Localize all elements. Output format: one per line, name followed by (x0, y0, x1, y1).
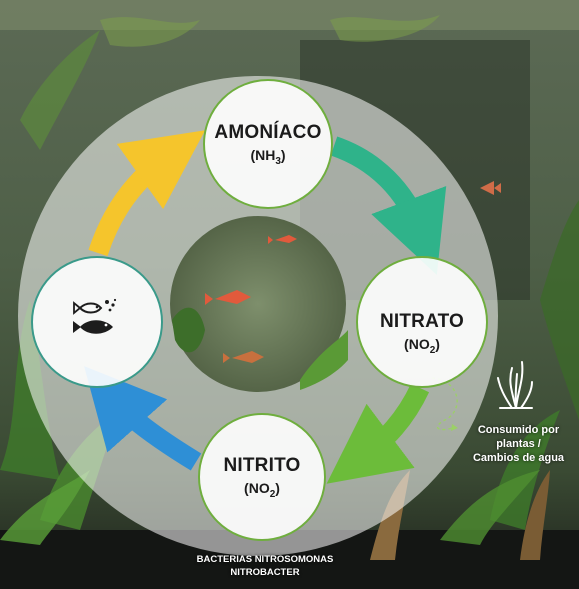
node-nitrato (356, 256, 488, 388)
nitrato-title: NITRATO (379, 311, 465, 332)
formula-end: ) (280, 147, 286, 163)
arrow-nitrato-to-nitrito (326, 383, 430, 484)
amoniaco-formula: (NH3) (198, 147, 338, 167)
consumption-arrow-head (451, 424, 458, 431)
nitrito-formula: (NO2) (192, 480, 332, 500)
formula-base: (NO (404, 336, 430, 352)
nitrito-title: NITRITO (223, 455, 301, 476)
formula-base: (NO (244, 480, 270, 496)
formula-end: ) (435, 336, 440, 352)
label-amoniaco: AMONÍACO (NH3) (198, 122, 338, 167)
consumption-note: Consumido por plantas / Cambios de agua (458, 423, 579, 465)
formula-base: (NH (250, 147, 276, 163)
node-amoniaco (203, 79, 333, 209)
arrow-fish-to-amoniaco (88, 130, 206, 257)
formula-subscript: 2 (429, 344, 436, 356)
consumption-dashed-arrow (431, 377, 458, 431)
consumption-note-line2: Cambios de agua (472, 452, 565, 464)
inner-aquarium-view (170, 216, 348, 392)
bacteria-note: BACTERIAS NITROSOMONAS NITROBACTER (160, 553, 370, 579)
formula-subscript: 3 (275, 155, 281, 167)
arrow-amoniaco-to-nitrato (330, 136, 447, 275)
consumption-note-line1: Consumido por plantas / (477, 424, 560, 450)
fish-waste-icon (73, 298, 117, 334)
bacteria-note-line1: BACTERIAS NITROSOMONAS (196, 554, 334, 565)
amoniaco-title: AMONÍACO (214, 122, 322, 143)
label-nitrito: NITRITO (NO2) (192, 455, 332, 500)
label-nitrato: NITRATO (NO2) (352, 311, 492, 356)
formula-end: ) (275, 480, 280, 496)
plant-icon (497, 361, 533, 409)
bacteria-note-line2: NITROBACTER (230, 567, 300, 578)
formula-subscript: 2 (269, 488, 276, 500)
arrow-nitrito-to-fish (84, 366, 202, 471)
nitrato-formula: (NO2) (352, 336, 492, 356)
node-nitrito (198, 413, 326, 541)
